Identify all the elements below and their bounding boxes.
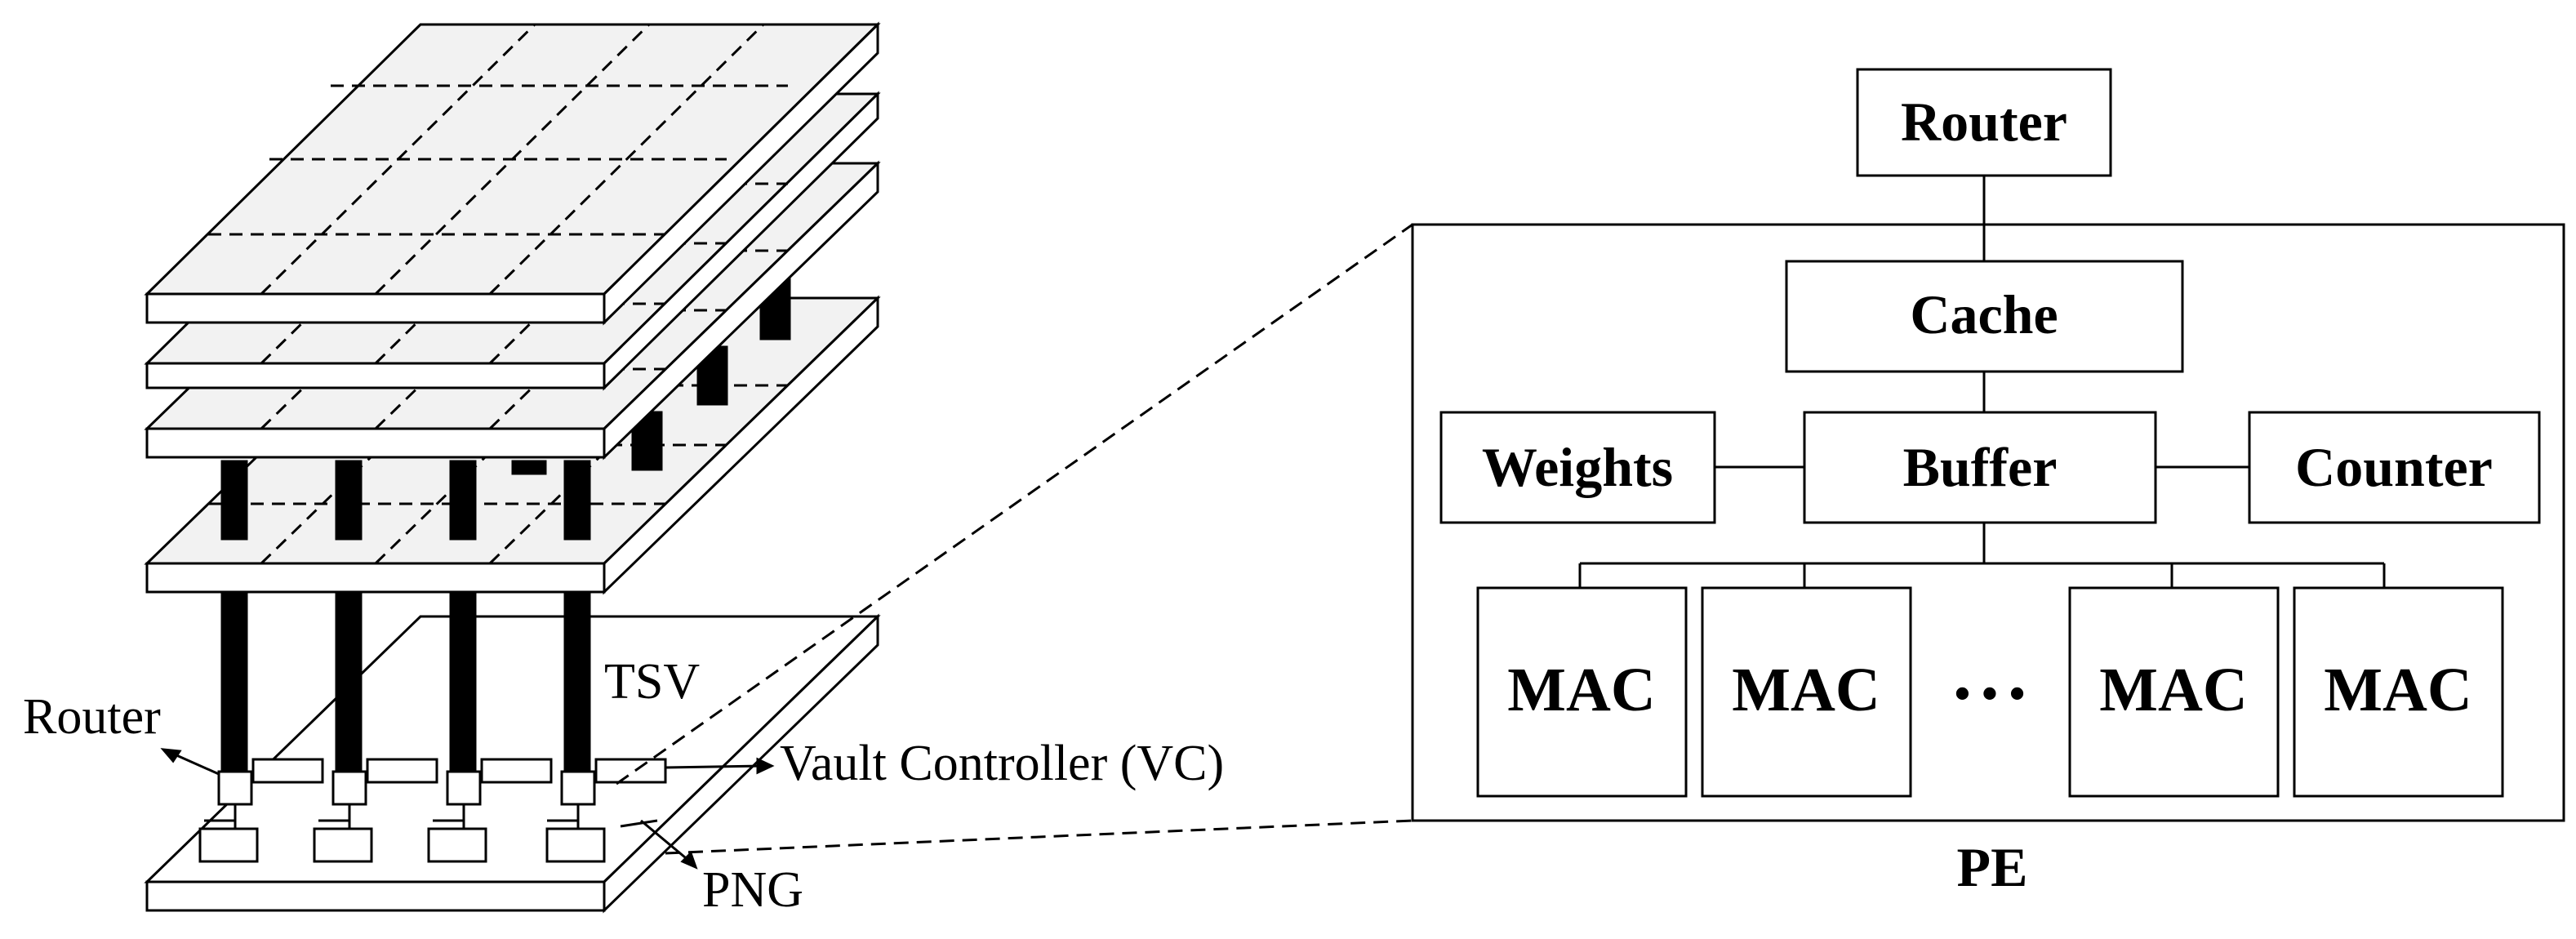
memory-stack bbox=[144, 21, 1413, 914]
counter-label: Counter bbox=[2295, 436, 2493, 498]
mac-label-4: MAC bbox=[2324, 656, 2472, 724]
png-units bbox=[198, 804, 606, 863]
mac-box-1 bbox=[1476, 586, 1688, 798]
mac-box-4 bbox=[2293, 586, 2504, 798]
zoom-lines bbox=[616, 223, 1413, 855]
tsv-pillars-upper bbox=[220, 276, 791, 541]
weights-box bbox=[1439, 411, 1716, 524]
tsv-label: TSV bbox=[604, 654, 700, 710]
counter-box bbox=[2248, 411, 2541, 524]
mac-label-3: MAC bbox=[2099, 656, 2248, 724]
annotation-arrows bbox=[160, 748, 775, 870]
pe-connectors bbox=[1578, 176, 2386, 588]
pe-router-box bbox=[1856, 68, 2112, 177]
buffer-label: Buffer bbox=[1903, 436, 2058, 498]
buffer-box bbox=[1803, 411, 2157, 524]
mac-box-2 bbox=[1701, 586, 1912, 798]
stack-router-label: Router bbox=[23, 689, 161, 745]
mac-box-3 bbox=[2068, 586, 2280, 798]
vault-controller-label: Vault Controller (VC) bbox=[780, 736, 1224, 791]
png-label: PNG bbox=[702, 862, 803, 918]
vault-controllers bbox=[251, 758, 667, 784]
cache-label: Cache bbox=[1910, 283, 2058, 345]
mac-label-2: MAC bbox=[1732, 656, 1880, 724]
pe-title: PE bbox=[1957, 836, 2028, 898]
pe-router-label: Router bbox=[1901, 91, 2067, 153]
mac-label-1: MAC bbox=[1507, 656, 1656, 724]
weights-label: Weights bbox=[1482, 436, 1673, 498]
tsv-pillars-lower bbox=[220, 582, 591, 773]
dram-layer-1 bbox=[144, 21, 881, 326]
logic-base-layer bbox=[144, 613, 881, 914]
stack-routers bbox=[217, 770, 596, 806]
pe-detail bbox=[1411, 68, 2565, 822]
cache-box bbox=[1785, 260, 2184, 373]
mac-ellipsis: • • • bbox=[1955, 669, 2026, 719]
